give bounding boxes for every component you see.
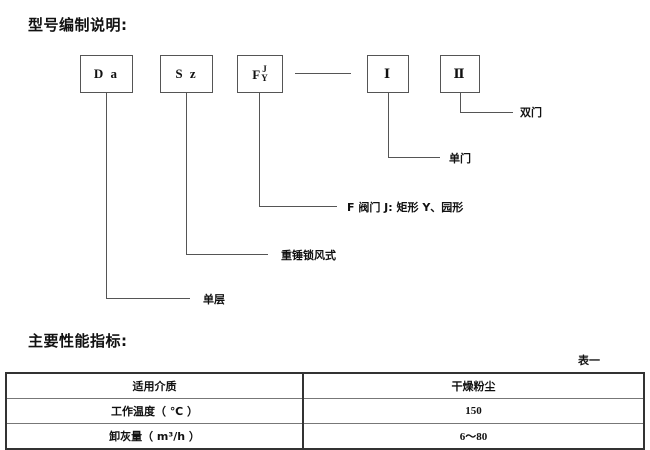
performance-table: 适用介质 干燥粉尘 工作温度（ ℃ ） 150 卸灰量（ m³/h ） 6～80 [5, 372, 645, 450]
table-row: 工作温度（ ℃ ） 150 [5, 398, 645, 424]
leader-hline-single-door [388, 157, 440, 158]
code-box-roman-one-label: Ⅰ [383, 66, 393, 81]
leader-hline-single-layer [106, 298, 190, 299]
leader-label-weight-lock: 重锤锁风式 [281, 249, 336, 262]
code-box-f-base: F [252, 66, 261, 82]
table-cell-label: 卸灰量（ m³/h ） [5, 423, 304, 450]
leader-hline-double-door [460, 112, 513, 113]
code-box-sz: S z [160, 55, 213, 93]
table-cell-value: 6～80 [302, 423, 645, 450]
table-cell-label: 工作温度（ ℃ ） [5, 398, 304, 424]
leader-label-single-layer: 单层 [203, 293, 225, 306]
code-box-f-superscript: J [262, 63, 267, 74]
code-box-f-stack: F J Y [252, 63, 268, 84]
leader-label-valve-shape: F 阀门 J: 矩形 Y、园形 [347, 201, 464, 214]
table-caption: 表一 [578, 354, 600, 367]
leader-label-single-door: 单门 [449, 152, 471, 165]
leader-hline-weight-lock [186, 254, 268, 255]
code-box-da: D a [80, 55, 133, 93]
leader-vline-weight-lock [186, 93, 187, 255]
code-box-da-label: D a [93, 66, 120, 81]
table-row: 适用介质 干燥粉尘 [5, 372, 645, 399]
leader-vline-single-door [388, 93, 389, 158]
leader-vline-valve-shape [259, 93, 260, 207]
table-cell-value: 150 [302, 398, 645, 424]
table-row: 卸灰量（ m³/h ） 6～80 [5, 423, 645, 450]
page-title-model-coding: 型号编制说明: [28, 16, 128, 34]
code-box-f: F J Y [237, 55, 283, 93]
code-box-f-fraction: J Y [261, 63, 268, 84]
code-box-roman-two: Ⅱ [440, 55, 480, 93]
table-cell-label: 适用介质 [5, 372, 304, 399]
leader-vline-single-layer [106, 93, 107, 299]
code-box-f-subscript: Y [261, 73, 268, 83]
code-box-sz-label: S z [175, 66, 198, 81]
leader-hline-valve-shape [259, 206, 337, 207]
code-box-roman-one: Ⅰ [367, 55, 409, 93]
table-cell-value: 干燥粉尘 [302, 372, 645, 399]
leader-label-double-door: 双门 [520, 106, 542, 119]
connector-dash-f-to-one [295, 73, 351, 74]
code-box-roman-two-label: Ⅱ [453, 66, 467, 81]
page-title-performance: 主要性能指标: [28, 332, 128, 350]
leader-vline-double-door [460, 93, 461, 113]
